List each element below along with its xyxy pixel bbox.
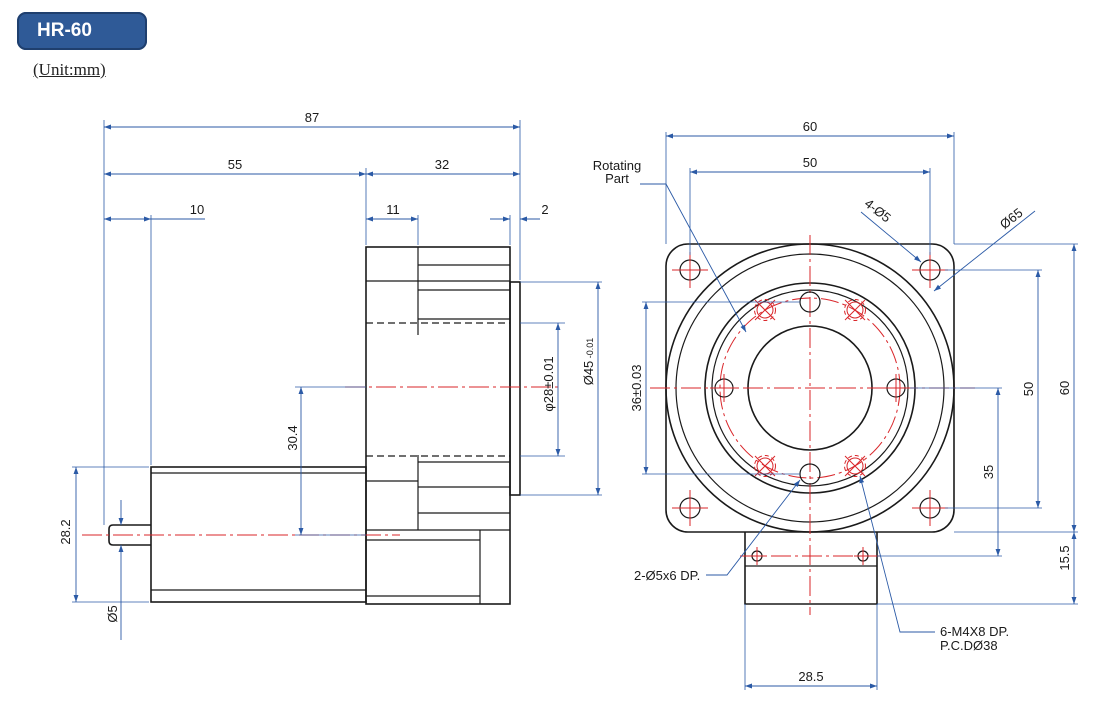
dim-flange-height: 60: [1057, 381, 1072, 395]
dim-step: 2: [541, 202, 548, 217]
note-rotating-line1: Rotating: [593, 158, 641, 173]
front-view: 60 50 4-Ø5 Ø65 60 50 35 15.5 36±0.03 28.…: [593, 119, 1078, 690]
dim-reducer-length: 32: [435, 157, 449, 172]
dim-bolt-pitch: 36±0.03: [629, 365, 644, 412]
dim-bore-diameter: φ28±0.01: [541, 356, 556, 411]
note-rotating-line2: Part: [605, 171, 629, 186]
dim-hole-span: 50: [803, 155, 817, 170]
dim-shaft-height: 28.2: [58, 519, 73, 544]
model-label: HR-60: [37, 20, 92, 41]
dim-motor-length: 55: [228, 157, 242, 172]
reducer-body: [365, 246, 521, 605]
dim-pilot-tolerance: -0.01: [585, 338, 595, 359]
dim-pcd: Ø65: [997, 205, 1026, 232]
dim-flange-length: 11: [386, 202, 400, 217]
note-tapped-holes: 6-M4X8 DP.: [940, 624, 1009, 639]
dim-vertical-hole-span: 50: [1021, 382, 1036, 396]
dim-flange-width: 60: [803, 119, 817, 134]
dim-center-height: 35: [981, 465, 996, 479]
base-bracket: [744, 532, 878, 605]
tapped-holes: [754, 299, 866, 477]
dim-base-height: 15.5: [1057, 545, 1072, 570]
dim-axis-offset: 30.4: [285, 425, 300, 450]
dim-shaft-diameter: Ø5: [105, 605, 120, 622]
dim-pilot-diameter: Ø45: [581, 361, 596, 386]
dim-base-width: 28.5: [798, 669, 823, 684]
dim-corner-holes: 4-Ø5: [862, 196, 894, 226]
unit-label: (Unit:mm): [33, 60, 106, 79]
model-badge: HR-60: [17, 12, 147, 50]
corner-holes: [672, 252, 948, 526]
note-tapped-pcd: P.C.DØ38: [940, 638, 998, 653]
note-pin-holes: 2-Ø5x6 DP.: [634, 568, 700, 583]
dim-overall-length: 87: [305, 110, 319, 125]
dim-shaft-length: 10: [190, 202, 204, 217]
side-view: 87 55 32 10 11 2 30.4 28.2 Ø5 φ28±0.01 Ø…: [58, 110, 602, 640]
